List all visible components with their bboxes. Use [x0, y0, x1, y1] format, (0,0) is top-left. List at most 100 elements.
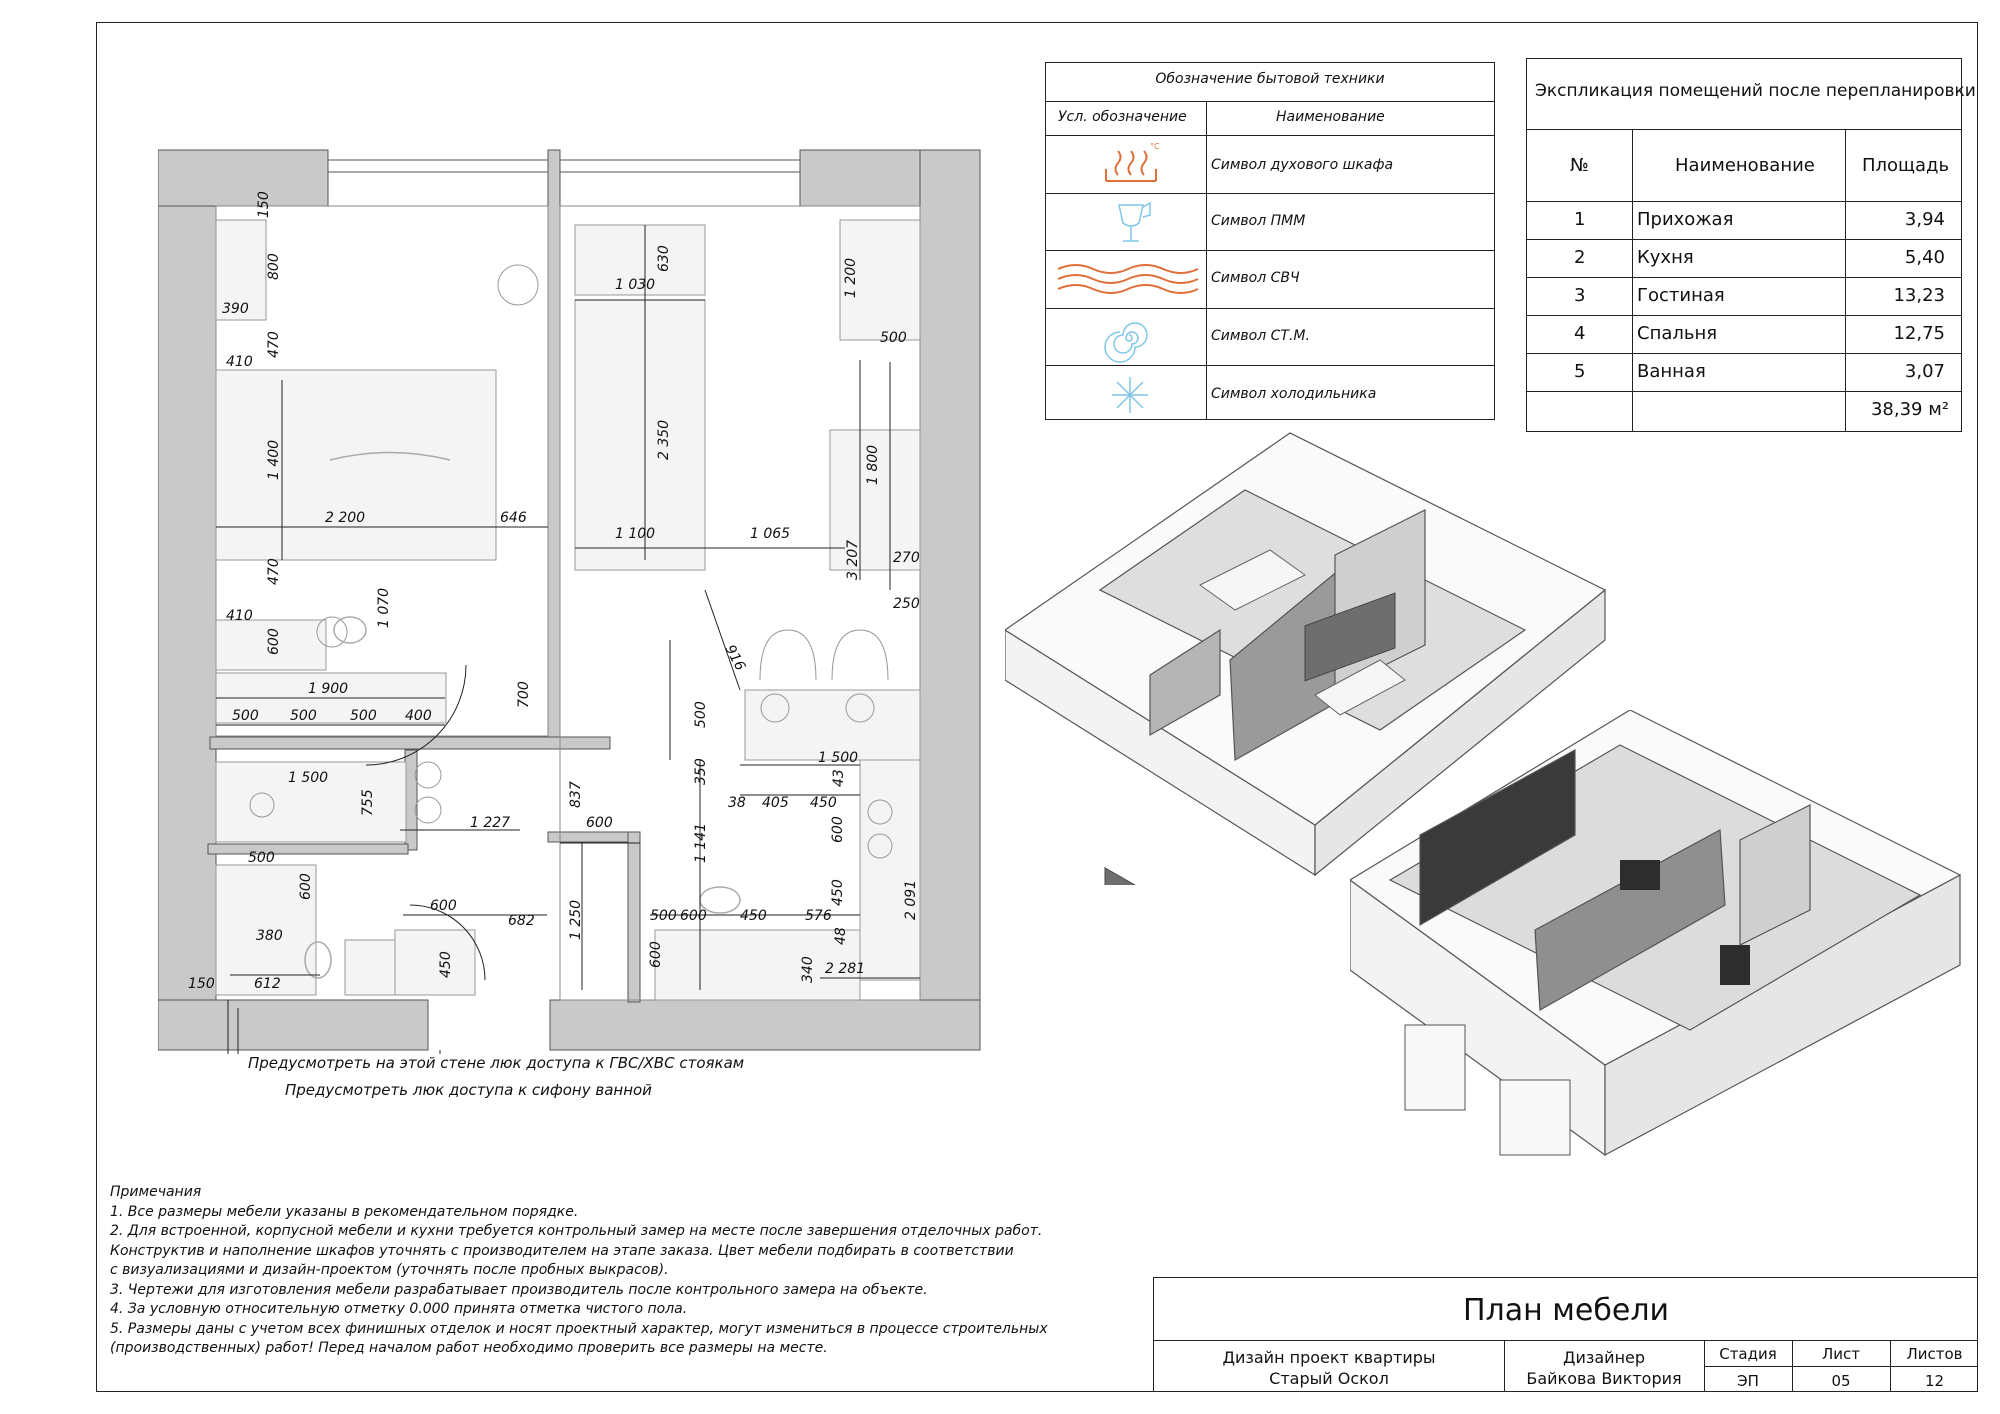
dim-600-bed: 600 [266, 628, 282, 655]
dim-1400: 1 400 [266, 440, 282, 480]
oven-degree-label: °C [1150, 142, 1160, 151]
note-line: 5. Размеры даны с учетом всех финишных о… [110, 1320, 1048, 1337]
dim-1200: 1 200 [843, 258, 859, 298]
dim-682: 682 [508, 913, 535, 929]
sheets-value: 12 [1924, 1372, 1945, 1390]
legend-item-dishwasher: Символ ПММ [1211, 213, 1306, 229]
row-name: Ванная [1637, 361, 1706, 382]
dim-576: 576 [805, 908, 832, 924]
dim-380: 380 [256, 928, 283, 944]
title-block: План мебели Дизайн проект квартиры Стары… [1153, 1277, 1978, 1392]
note-line: Конструктив и наполнение шкафов уточнять… [110, 1242, 1014, 1259]
note-line: (производственных) работ! Перед началом … [110, 1340, 828, 1356]
dim-470-mid: 470 [266, 558, 282, 585]
row-area: 3,07 [1904, 361, 1945, 382]
explication-header-area: Площадь [1862, 155, 1950, 176]
dim-1100: 1 100 [615, 526, 655, 542]
dim-600-k: 600 [680, 908, 707, 924]
stage-label: Стадия [1719, 1345, 1777, 1363]
callout-bath-siphon-hatch: Предусмотреть люк доступа к сифону ванно… [285, 1081, 652, 1099]
washing-machine-symbol-icon [1104, 322, 1148, 363]
dim-150-bottom: 150 [188, 976, 215, 992]
dim-500-sink: 500 [248, 850, 275, 866]
note-line: 3. Чертежи для изготовления мебели разра… [110, 1281, 928, 1298]
callout-riser-hatch: Предусмотреть на этой стене люк доступа … [248, 1054, 745, 1072]
dim-250: 250 [893, 596, 920, 612]
dim-500-table: 500 [693, 701, 709, 728]
stage-value: ЭП [1737, 1372, 1759, 1390]
note-line: 4. За условную относительную отметку 0.0… [110, 1301, 688, 1317]
legend-item-washing-machine: Символ СТ.М. [1211, 328, 1310, 344]
dim-340: 340 [800, 956, 816, 983]
row-num: 2 [1574, 247, 1586, 268]
dim-837: 837 [568, 781, 584, 808]
dim-646: 646 [500, 510, 527, 526]
dim-450-d: 450 [438, 951, 454, 978]
dim-3207: 3 207 [845, 540, 861, 580]
dim-270: 270 [893, 550, 920, 566]
dim-450-c: 450 [740, 908, 767, 924]
dim-500-c: 500 [350, 708, 377, 724]
drawing-frame [96, 22, 1978, 1392]
dim-350: 350 [693, 758, 709, 785]
legend-col-name: Наименование [1276, 109, 1385, 125]
isometric-view-bottom [1350, 710, 1962, 1157]
dim-500-k: 500 [650, 908, 677, 924]
project-line-2: Старый Оскол [1269, 1369, 1389, 1388]
dim-150-top: 150 [256, 191, 272, 218]
designer-name: Байкова Виктория [1526, 1369, 1682, 1388]
designer-label: Дизайнер [1562, 1348, 1646, 1367]
isometric-view-top [1005, 432, 1607, 885]
fridge-symbol-icon [1112, 377, 1148, 413]
furniture-floor-plan: 150 800 390 410 470 1 400 2 200 646 470 … [158, 149, 981, 1054]
dim-1800: 1 800 [865, 445, 881, 485]
dishwasher-symbol-icon [1118, 201, 1151, 242]
dim-48: 48 [833, 927, 849, 945]
dim-2200: 2 200 [325, 510, 365, 526]
dim-1030: 1 030 [615, 277, 655, 293]
dim-1227: 1 227 [470, 815, 510, 831]
dim-1070: 1 070 [376, 588, 392, 628]
dim-700: 700 [516, 681, 532, 708]
row-num: 1 [1574, 209, 1586, 230]
row-area: 13,23 [1893, 285, 1945, 306]
legend-item-oven: Символ духового шкафа [1211, 157, 1394, 173]
row-name: Прихожая [1637, 209, 1734, 230]
note-line: 2. Для встроенной, корпусной мебели и ку… [110, 1223, 1043, 1239]
dim-600-corner: 600 [648, 941, 664, 968]
microwave-symbol-icon [1057, 264, 1199, 294]
legend-col-symbol: Усл. обозначение [1058, 109, 1187, 125]
dim-1141: 1 141 [693, 823, 709, 863]
dim-43: 43 [831, 769, 847, 787]
notes-title: Примечания [110, 1184, 202, 1200]
row-name: Кухня [1637, 247, 1694, 268]
dim-500-fridge: 500 [880, 330, 907, 346]
dim-1900: 1 900 [308, 681, 348, 697]
legend-item-fridge: Символ холодильника [1211, 386, 1377, 402]
row-num: 4 [1574, 323, 1586, 344]
explication-total: 38,39 м² [1870, 399, 1949, 420]
dim-410-mid: 410 [226, 608, 253, 624]
dim-405: 405 [762, 795, 789, 811]
sheet-value: 05 [1831, 1372, 1851, 1390]
row-num: 3 [1574, 285, 1586, 306]
dim-600-door: 600 [586, 815, 613, 831]
note-line: 1. Все размеры мебели указаны в рекоменд… [110, 1203, 579, 1220]
dim-470-top: 470 [266, 331, 282, 358]
dim-38: 38 [728, 795, 746, 811]
dim-1065: 1 065 [750, 526, 790, 542]
dim-755: 755 [360, 789, 376, 816]
dim-400: 400 [405, 708, 432, 724]
row-name: Гостиная [1637, 285, 1725, 306]
row-area: 5,40 [1904, 247, 1945, 268]
dim-1500-bath: 1 500 [288, 770, 328, 786]
dim-500-b: 500 [290, 708, 317, 724]
appliance-legend: Обозначение бытовой техники Усл. обознач… [1045, 62, 1495, 420]
dim-450-b: 450 [830, 879, 846, 906]
explication-header-name: Наименование [1675, 155, 1815, 176]
dim-390: 390 [222, 301, 249, 317]
dim-2091: 2 091 [903, 880, 919, 920]
row-area: 12,75 [1893, 323, 1945, 344]
dim-450-a: 450 [810, 795, 837, 811]
row-num: 5 [1574, 361, 1586, 382]
